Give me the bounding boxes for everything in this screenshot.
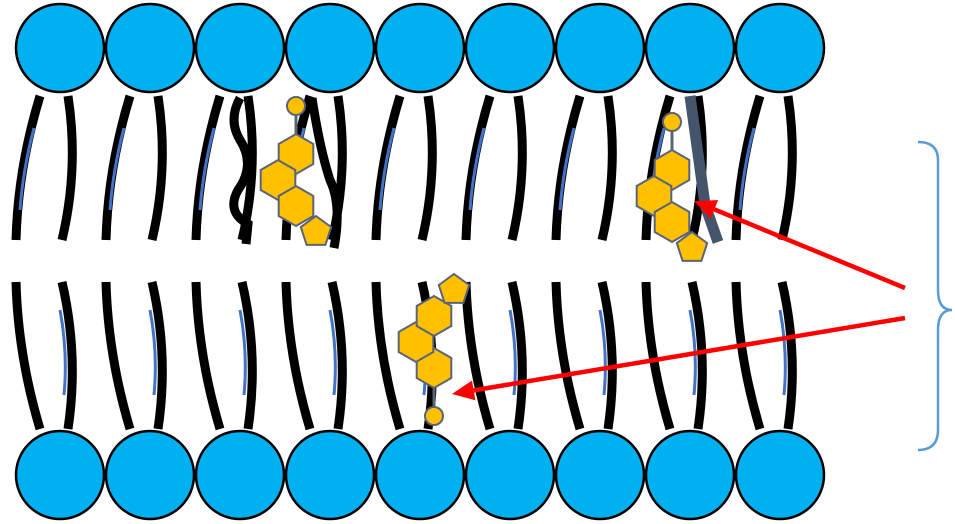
lipid-tail: [106, 282, 130, 429]
kinked-tail: [234, 98, 248, 244]
arrow-head: [452, 380, 475, 400]
lipid-head-icon: [286, 431, 374, 519]
lipid-tail: [16, 282, 40, 429]
lipid-tail: [152, 282, 162, 429]
upper-leaflet-heads: [16, 4, 824, 92]
lipid-tail: [242, 282, 252, 429]
lipid-tail-highlight: [150, 310, 155, 395]
lipid-tail: [736, 282, 760, 429]
hydroxyl-group: [425, 407, 443, 425]
lipid-head-icon: [646, 4, 734, 92]
lipid-tail-highlight: [330, 310, 335, 395]
lipid-tail-highlight: [60, 310, 65, 395]
lipid-tail-highlight: [780, 310, 785, 395]
lipid-tail: [512, 282, 522, 429]
lipid-tail: [16, 96, 40, 240]
lipid-tail: [62, 282, 72, 429]
lipid-tail: [782, 96, 792, 240]
lower-leaflet-heads: [16, 431, 824, 519]
lipid-tail: [602, 282, 612, 429]
lipid-head-icon: [466, 431, 554, 519]
lipid-head-icon: [286, 4, 374, 92]
lipid-tail: [286, 282, 310, 429]
cholesterol-molecules: [261, 97, 708, 425]
hydroxyl-group: [287, 97, 305, 115]
hydroxyl-group: [663, 113, 681, 131]
lipid-tail: [196, 96, 220, 240]
lipid-head-icon: [16, 431, 104, 519]
lipid-head-icon: [376, 4, 464, 92]
lipid-tail: [376, 96, 400, 240]
lipid-head-icon: [556, 431, 644, 519]
lipid-tail-highlight: [600, 310, 605, 395]
lipid-tail: [782, 282, 792, 429]
lipid-tail: [466, 96, 490, 240]
lipid-head-icon: [736, 4, 824, 92]
cholesterol-icon: [399, 274, 470, 425]
lipid-tail: [602, 96, 612, 240]
arrow-shaft: [474, 318, 905, 390]
lipid-tail: [422, 96, 432, 240]
lipid-head-icon: [196, 4, 284, 92]
lipid-tail: [196, 282, 220, 429]
lipid-head-icon: [736, 431, 824, 519]
lipid-tail: [376, 282, 400, 429]
lipid-tail: [646, 282, 670, 429]
lipid-tail: [512, 96, 522, 240]
lipid-tail: [556, 282, 580, 429]
lipid-head-icon: [16, 4, 104, 92]
lipid-tail: [556, 96, 580, 240]
lipid-head-icon: [646, 431, 734, 519]
lipid-head-icon: [106, 431, 194, 519]
lipid-head-icon: [376, 431, 464, 519]
arrow-shaft: [714, 209, 905, 288]
lipid-tail: [62, 96, 72, 240]
lipid-head-icon: [556, 4, 644, 92]
pointer-arrow-icon: [694, 200, 905, 288]
lipid-head-icon: [196, 431, 284, 519]
steroid-ring: [279, 186, 314, 226]
lipid-head-icon: [106, 4, 194, 92]
lipid-tail: [152, 96, 162, 240]
lipid-head-icon: [466, 4, 554, 92]
lipid-tail: [332, 282, 342, 429]
lipid-tail-highlight: [240, 310, 245, 395]
lipid-tail: [466, 282, 490, 429]
right-brace-icon: [918, 142, 952, 450]
cyclopentane-ring: [439, 274, 469, 303]
steroid-ring: [655, 202, 690, 242]
lipid-tail: [106, 96, 130, 240]
cholesterol-icon: [261, 97, 332, 245]
